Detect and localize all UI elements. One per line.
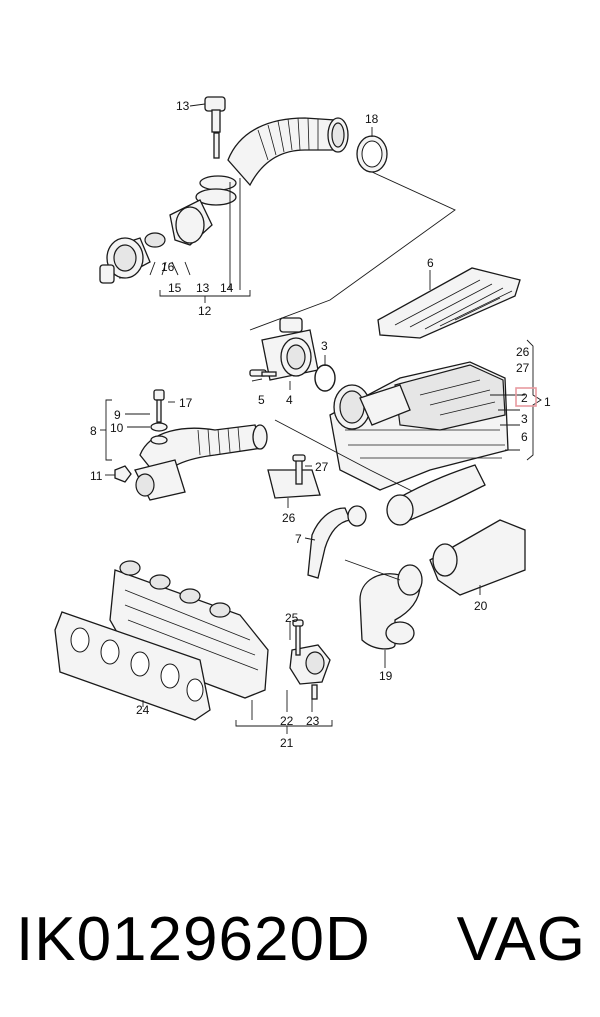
egr-pipe-assembly — [114, 389, 268, 501]
brand-name: VAG — [456, 905, 586, 974]
callout-20: 20 — [474, 599, 488, 613]
callout-4: 4 — [286, 393, 293, 407]
air-filter-housing — [329, 361, 525, 491]
callout-23: 23 — [306, 714, 320, 728]
callout-6b: 6 — [521, 430, 528, 444]
callout-11: 11 — [90, 469, 103, 483]
callout-26b: 26 — [282, 511, 296, 525]
callout-2: 2 — [521, 391, 528, 405]
highlight-box — [515, 387, 537, 407]
callout-labels: 13 18 16 15 13 14 12 6 3 5 4 26 27 2 1 3… — [90, 99, 551, 750]
callout-21: 21 — [280, 736, 294, 750]
callout-19: 19 — [379, 669, 393, 683]
callout-5: 5 — [258, 393, 265, 407]
part-number: IK0129620D — [16, 905, 371, 974]
exploded-parts-diagram: 13 18 16 15 13 14 12 6 3 5 4 26 27 2 1 3… — [54, 96, 551, 750]
callout-27a: 27 — [516, 361, 530, 375]
callout-10: 10 — [110, 421, 124, 435]
callout-13a: 13 — [176, 99, 190, 113]
callout-leaders — [100, 103, 542, 734]
intake-hose-assembly — [99, 96, 456, 331]
air-mass-meter — [249, 317, 336, 392]
callout-1: 1 — [544, 395, 551, 409]
callout-8: 8 — [90, 424, 97, 438]
callout-3: 3 — [321, 339, 328, 353]
callout-3b: 3 — [521, 412, 528, 426]
callout-15: 15 — [168, 281, 182, 295]
footer-bar: IK0129620D VAG — [0, 885, 600, 995]
callout-27b: 27 — [315, 460, 329, 474]
callout-18: 18 — [365, 112, 379, 126]
callout-16: 16 — [161, 260, 175, 274]
callout-12: 12 — [198, 304, 212, 318]
callout-17: 17 — [179, 396, 193, 410]
bracket-and-breather — [267, 419, 421, 579]
callout-6: 6 — [427, 256, 434, 270]
callout-26a: 26 — [516, 345, 530, 359]
intake-manifold-assembly — [54, 560, 331, 721]
callout-25: 25 — [285, 611, 299, 625]
callout-24: 24 — [136, 703, 150, 717]
callout-14: 14 — [220, 281, 234, 295]
intake-pipe — [344, 464, 526, 650]
callout-9: 9 — [114, 408, 121, 422]
filter-tray — [377, 267, 521, 339]
callout-13b: 13 — [196, 281, 210, 295]
callout-7: 7 — [295, 532, 302, 546]
callout-22: 22 — [280, 714, 294, 728]
